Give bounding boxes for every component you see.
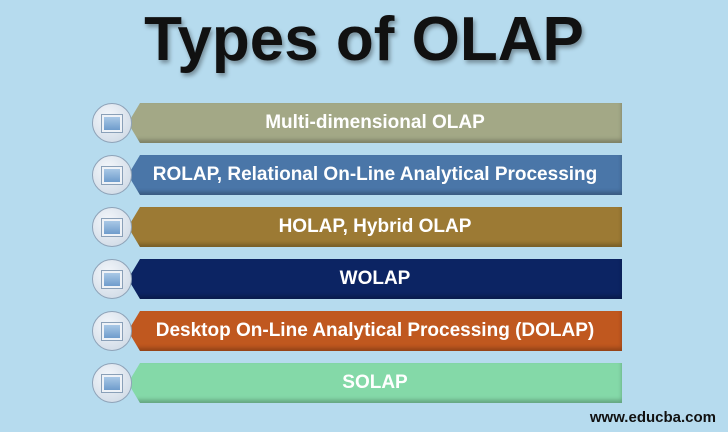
olap-type-item: ROLAP, Relational On-Line Analytical Pro… — [92, 155, 622, 195]
olap-type-label: Desktop On-Line Analytical Processing (D… — [128, 311, 622, 351]
image-placeholder-icon — [92, 207, 132, 247]
website-watermark: www.educba.com — [589, 409, 716, 426]
image-placeholder-icon — [92, 311, 132, 351]
olap-type-item: HOLAP, Hybrid OLAP — [92, 207, 622, 247]
image-placeholder-icon — [92, 363, 132, 403]
olap-type-label: SOLAP — [128, 363, 622, 403]
olap-type-label: ROLAP, Relational On-Line Analytical Pro… — [128, 155, 622, 195]
image-placeholder-icon — [92, 259, 132, 299]
olap-type-item: Desktop On-Line Analytical Processing (D… — [92, 311, 622, 351]
olap-type-item: WOLAP — [92, 259, 622, 299]
olap-type-item: Multi-dimensional OLAP — [92, 103, 622, 143]
page-title: Types of OLAP — [144, 5, 584, 74]
image-placeholder-icon — [92, 103, 132, 143]
olap-type-label: Multi-dimensional OLAP — [128, 103, 622, 143]
image-placeholder-icon — [92, 155, 132, 195]
olap-type-item: SOLAP — [92, 363, 622, 403]
olap-type-label: HOLAP, Hybrid OLAP — [128, 207, 622, 247]
olap-type-label: WOLAP — [128, 259, 622, 299]
